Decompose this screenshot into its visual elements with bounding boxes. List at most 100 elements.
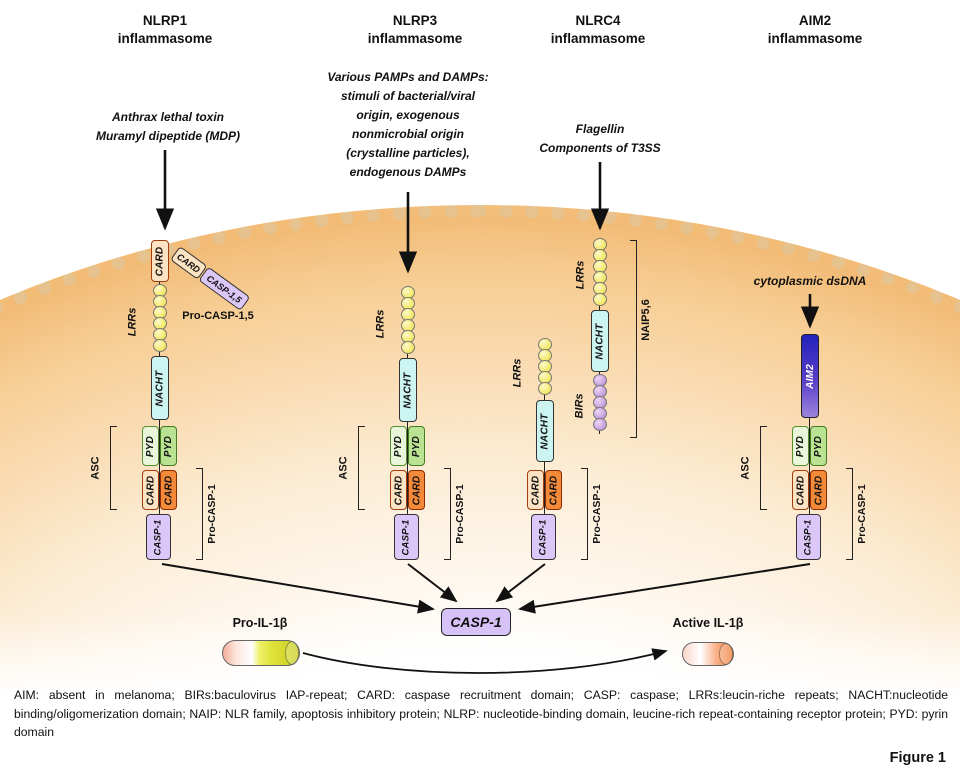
stimulus-nlrp1: Anthrax lethal toxin Muramyl dipeptide (… — [78, 108, 258, 146]
asc-card-domain: CARD — [390, 470, 407, 510]
procasp1-label-text: Pro-CASP-1 — [856, 484, 869, 544]
aim2-casp1-domain: CASP-1 — [796, 514, 821, 560]
procasp1-card-domain: CARD — [810, 470, 827, 510]
nlrp1-lrr-stack — [153, 284, 167, 352]
pro-casp15-label: Pro-CASP-1,5 — [182, 310, 254, 322]
aim2-pyd-domain: PYD — [792, 426, 809, 466]
aim2-procasp1-bracket — [846, 468, 853, 560]
nlrp3-nacht-domain: NACHT — [399, 358, 417, 422]
aim2-domain-label: AIM2 — [804, 363, 816, 389]
card-domain-label: CARD — [548, 475, 559, 505]
casp1-domain-label: CASP-1 — [153, 518, 165, 556]
aim2-spine — [809, 336, 810, 560]
card-domain-label: CARD — [411, 475, 422, 505]
nlrp1-asc-bracket — [110, 426, 117, 510]
header-nlrp3: NLRP3 inflammasome — [340, 12, 490, 48]
aim2-asc-label: ASC — [738, 448, 754, 488]
card-domain-label: CARD — [145, 475, 156, 505]
active-il1b-cylinder — [682, 642, 734, 666]
nlrp1-lrrs-label: LRRs — [124, 296, 140, 348]
stimulus-line: (crystalline particles), — [346, 146, 470, 160]
nlrp3-spine — [407, 288, 408, 560]
nlrc4-procasp1-label: Pro-CASP-1 — [589, 478, 605, 550]
nlrp1-asc-label: ASC — [88, 448, 104, 488]
bir-circle — [593, 418, 607, 431]
nacht-domain-label: NACHT — [402, 372, 414, 408]
header-nlrp1-line2: inflammasome — [117, 31, 213, 46]
nlrc4-card-domain: CARD — [527, 470, 544, 510]
casp1-domain-label: CASP-1 — [538, 518, 550, 556]
lrr-circle — [593, 293, 607, 306]
procasp1-label-text: Pro-CASP-1 — [206, 484, 219, 544]
stimulus-line: Anthrax lethal toxin — [111, 110, 224, 124]
header-aim2: AIM2 inflammasome — [740, 12, 890, 48]
asc-pyd-domain: PYD — [160, 426, 177, 466]
nlrp1-card-domain: CARD — [151, 240, 169, 282]
stimulus-line: Various PAMPs and DAMPs: — [327, 70, 489, 84]
header-nlrc4-line1: NLRC4 — [575, 13, 621, 28]
pyd-domain-label: PYD — [411, 435, 423, 457]
header-nlrc4-line2: inflammasome — [550, 31, 646, 46]
procasp1-card-domain: CARD — [545, 470, 562, 510]
asc-label-text: ASC — [90, 456, 103, 480]
stimulus-line: Flagellin — [575, 122, 625, 136]
nlrp3-lrrs-label: LRRs — [372, 298, 388, 350]
nacht-domain-label: NACHT — [539, 413, 551, 449]
lrrs-label-text: LRRs — [126, 307, 139, 337]
stimulus-line: origin, exogenous — [356, 108, 460, 122]
pyd-domain-label: PYD — [795, 435, 807, 457]
lrr-circle — [153, 339, 167, 352]
lrrs-label-text: LRRs — [374, 309, 387, 339]
naip-lrrs-label: LRRs — [572, 250, 588, 300]
nlrp3-procasp1-bracket — [444, 468, 451, 560]
card-domain-label: CARD — [393, 475, 404, 505]
figure-number: Figure 1 — [889, 750, 946, 766]
pyd-domain-label: PYD — [163, 435, 175, 457]
naip-nacht-domain: NACHT — [591, 310, 609, 372]
nlrp1-procasp1-bracket — [196, 468, 203, 560]
nlrp3-pyd-domain: PYD — [390, 426, 407, 466]
pro-il1b-label: Pro-IL-1β — [232, 616, 288, 630]
lrrs-label-text: LRRs — [511, 358, 524, 388]
asc-card-domain: CARD — [142, 470, 159, 510]
aim2-asc-bracket — [760, 426, 767, 510]
header-nlrc4: NLRC4 inflammasome — [523, 12, 673, 48]
nlrc4-lrr-stack — [538, 338, 552, 395]
nlrp3-lrr-stack — [401, 286, 415, 354]
card-domain-label: CARD — [795, 475, 806, 505]
card-domain-label: CARD — [530, 475, 541, 505]
active-il1b-label: Active IL-1β — [672, 616, 744, 630]
naip-lrr-stack — [593, 238, 607, 306]
stimulus-nlrp3: Various PAMPs and DAMPs: stimuli of bact… — [318, 68, 498, 182]
casp1-domain-label: CASP-1 — [803, 518, 815, 556]
stimulus-line: cytoplasmic dsDNA — [753, 274, 867, 288]
nacht-domain-label: NACHT — [154, 370, 166, 406]
casp1-active-box: CASP-1 — [441, 608, 511, 636]
naip56-label-text: NAIP5,6 — [640, 299, 653, 341]
header-nlrp3-line2: inflammasome — [367, 31, 463, 46]
asc-label-text: ASC — [338, 456, 351, 480]
procasp1-card-domain: CARD — [160, 470, 177, 510]
casp1-domain-label: CASP-1 — [401, 518, 413, 556]
lrrs-label-text: LRRs — [574, 260, 587, 290]
asc-pyd-domain: PYD — [408, 426, 425, 466]
stimulus-nlrc4: Flagellin Components of T3SS — [520, 120, 680, 158]
nlrp3-asc-label: ASC — [336, 448, 352, 488]
nlrp1-pyd-domain: PYD — [142, 426, 159, 466]
naip-birs-label: BIRs — [572, 382, 588, 430]
procasp1-label-text: Pro-CASP-1 — [591, 484, 604, 544]
pyd-domain-label: PYD — [393, 435, 405, 457]
stimulus-line: stimuli of bacterial/viral — [340, 89, 476, 103]
asc-pyd-domain: PYD — [810, 426, 827, 466]
aim2-procasp1-label: Pro-CASP-1 — [854, 478, 870, 550]
nacht-domain-label: NACHT — [594, 323, 606, 359]
birs-label-text: BIRs — [574, 393, 586, 419]
card-domain-label: CARD — [163, 475, 174, 505]
naip56-label: NAIP5,6 — [638, 290, 654, 350]
nlrp1-casp1-domain: CASP-1 — [146, 514, 171, 560]
stimulus-line: Components of T3SS — [539, 141, 661, 155]
header-nlrp1: NLRP1 inflammasome — [90, 12, 240, 48]
pro-il1b-cylinder — [222, 640, 300, 666]
casp1-active-label: CASP-1 — [450, 614, 502, 630]
